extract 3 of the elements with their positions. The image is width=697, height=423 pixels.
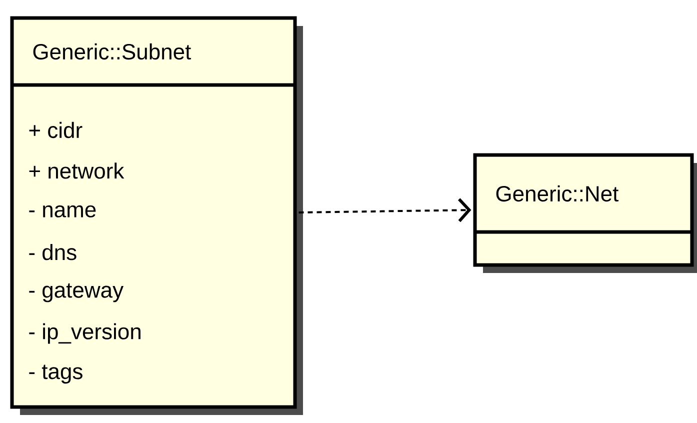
class-box: Generic::Subnet + cidr + network - name - dns - gateway - ip_version - tags [10, 16, 303, 415]
class-box: Generic::Net [473, 153, 697, 273]
dependency-arrow [298, 198, 472, 222]
